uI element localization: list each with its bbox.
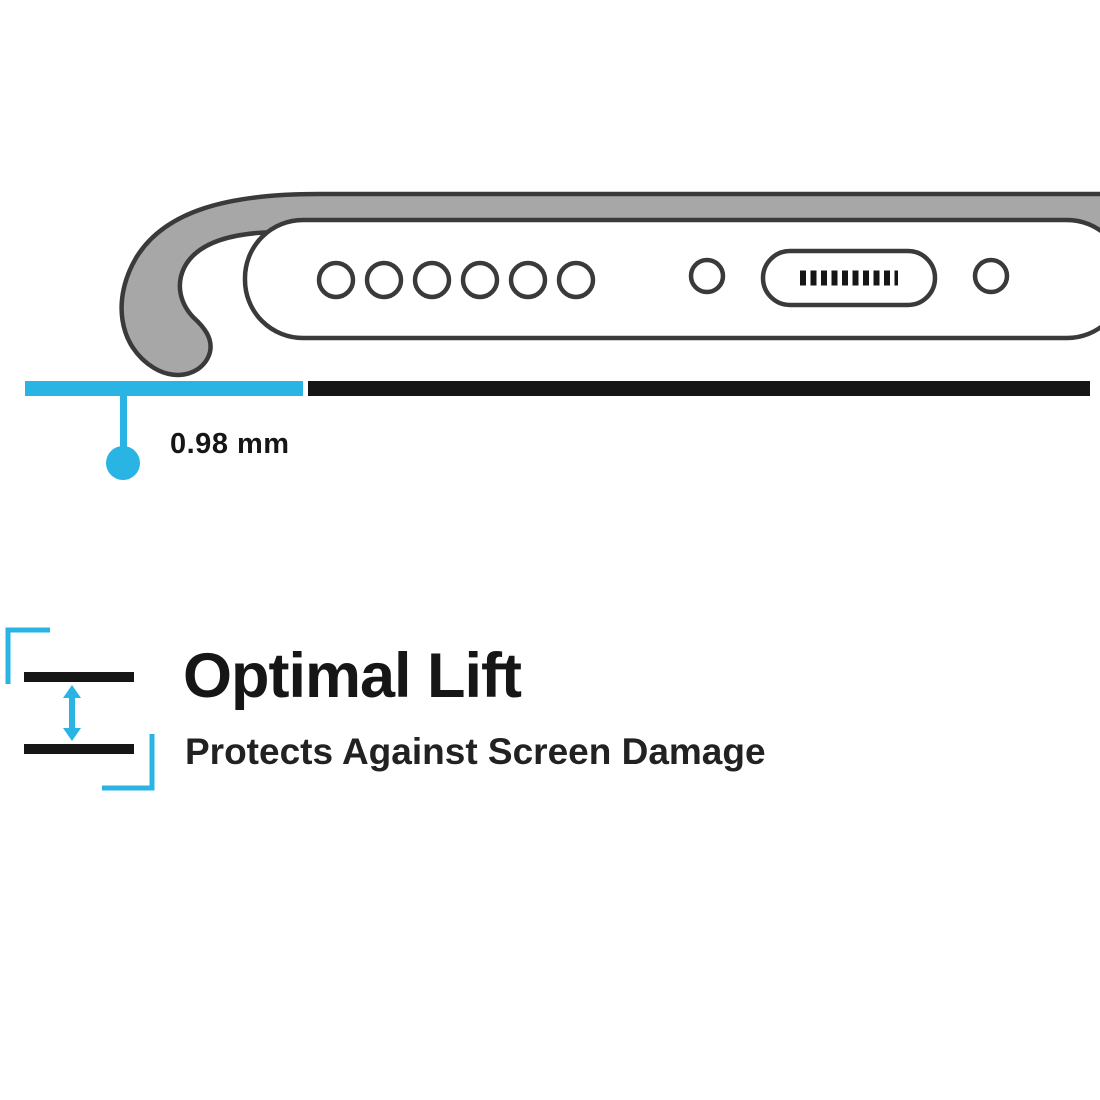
lift-measurement-value: 0.98 mm: [170, 428, 290, 460]
charging-port: [760, 248, 938, 308]
bracket-bottom-right: [102, 734, 155, 791]
mic-hole-left: [688, 257, 726, 295]
callout-dot: [106, 446, 140, 480]
lift-gap-icon: [5, 627, 155, 791]
bracket-top-left: [5, 627, 50, 684]
speaker-holes: [316, 260, 596, 300]
feature-subtitle: Protects Against Screen Damage: [185, 731, 766, 772]
vertical-double-arrow-icon: [63, 685, 81, 741]
surface-bar: [308, 381, 1090, 396]
bottom-plate-line: [24, 744, 134, 754]
callout-leader-line: [120, 396, 127, 450]
phone-case-lift-illustration: [25, 191, 1100, 480]
feature-title: Optimal Lift: [183, 641, 522, 711]
top-plate-line: [24, 672, 134, 682]
mic-hole-right: [972, 257, 1010, 295]
lift-measure-bar: [25, 381, 303, 396]
